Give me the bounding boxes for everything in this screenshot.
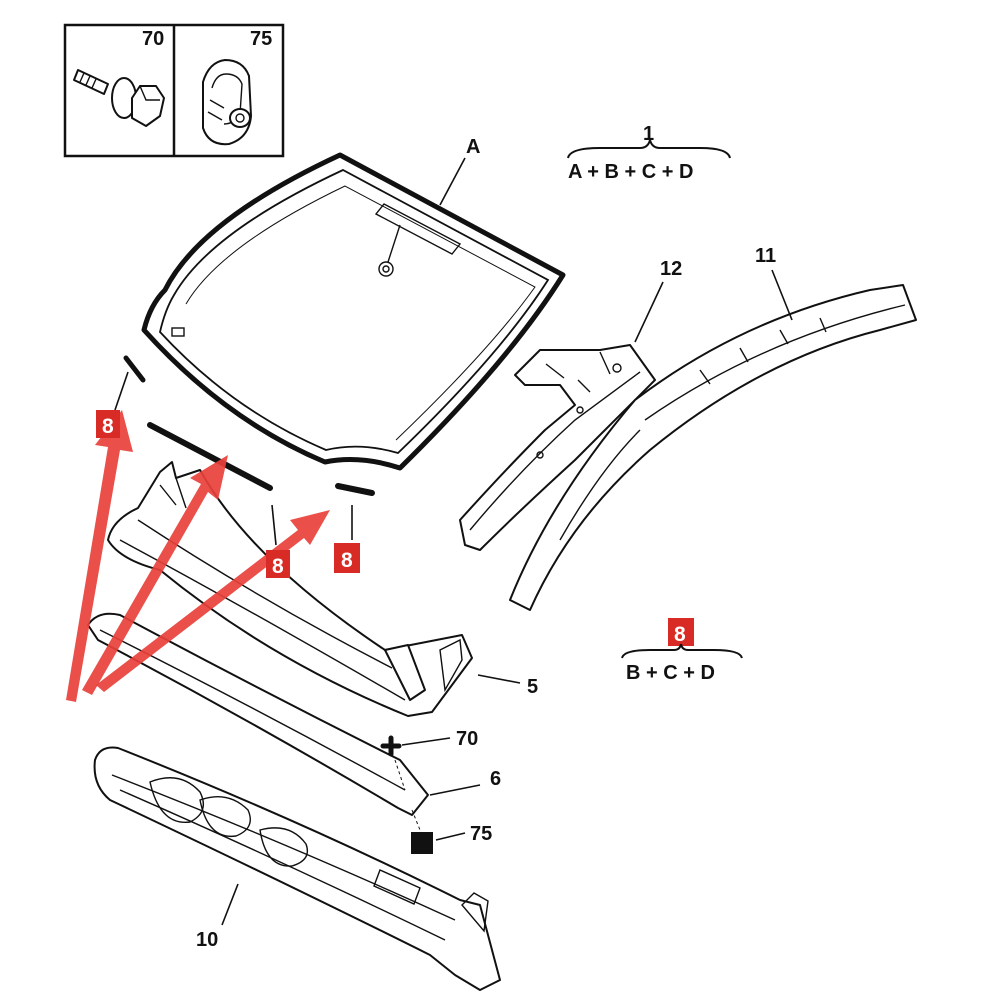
svg-text:8: 8 — [272, 555, 284, 578]
clip-icon — [411, 809, 466, 854]
svg-text:8: 8 — [341, 549, 353, 572]
callout-seal-c-badge: 8 — [334, 543, 360, 573]
screw-with-nut-icon — [73, 69, 165, 127]
legend-kit-1: 1 A + B + C + D — [567, 123, 731, 183]
inset-label-75: 75 — [250, 28, 272, 50]
callout-cowl-lower: 6 — [490, 768, 501, 790]
seal-strip-right — [335, 483, 375, 496]
lower-cowl-panel — [87, 612, 429, 816]
legend-kit-8: 8 B + C + D — [621, 618, 743, 684]
callout-seal-a-badge: 8 — [96, 410, 120, 438]
callout-clip: 75 — [470, 823, 492, 845]
clip-fastener-icon — [202, 59, 252, 146]
callout-seal-b-badge: 8 — [266, 550, 290, 578]
red-arrow-1 — [66, 410, 133, 702]
screw-icon — [380, 735, 451, 791]
inset-label-70: 70 — [142, 28, 164, 50]
callout-dash-panel: 10 — [196, 929, 218, 951]
seal-strip-left — [123, 355, 146, 383]
legend-kit-1-number: 1 — [643, 123, 654, 145]
red-arrow-2 — [82, 455, 228, 695]
legend-kit-8-formula: B + C + D — [626, 662, 715, 684]
roof-rail — [509, 284, 917, 611]
windshield-glass — [141, 152, 566, 471]
legend-kit-1-formula: A + B + C + D — [568, 161, 693, 183]
callout-windshield: A — [466, 136, 480, 158]
upper-cowl-panel — [107, 461, 473, 717]
callout-screw: 70 — [456, 728, 478, 750]
seal-strips — [123, 355, 375, 496]
seal-strip-center — [147, 422, 273, 491]
callout-roof-rail: 11 — [755, 245, 776, 267]
pillar-bracket — [459, 344, 656, 551]
legend-kit-8-number: 8 — [674, 623, 686, 646]
fastener-inset: 70 75 — [63, 23, 285, 158]
svg-text:8: 8 — [102, 415, 114, 438]
leader-windshield — [439, 157, 466, 206]
callout-pillar-bracket: 12 — [660, 258, 682, 280]
callout-cowl-upper: 5 — [527, 676, 538, 698]
dash-panel — [93, 746, 501, 991]
